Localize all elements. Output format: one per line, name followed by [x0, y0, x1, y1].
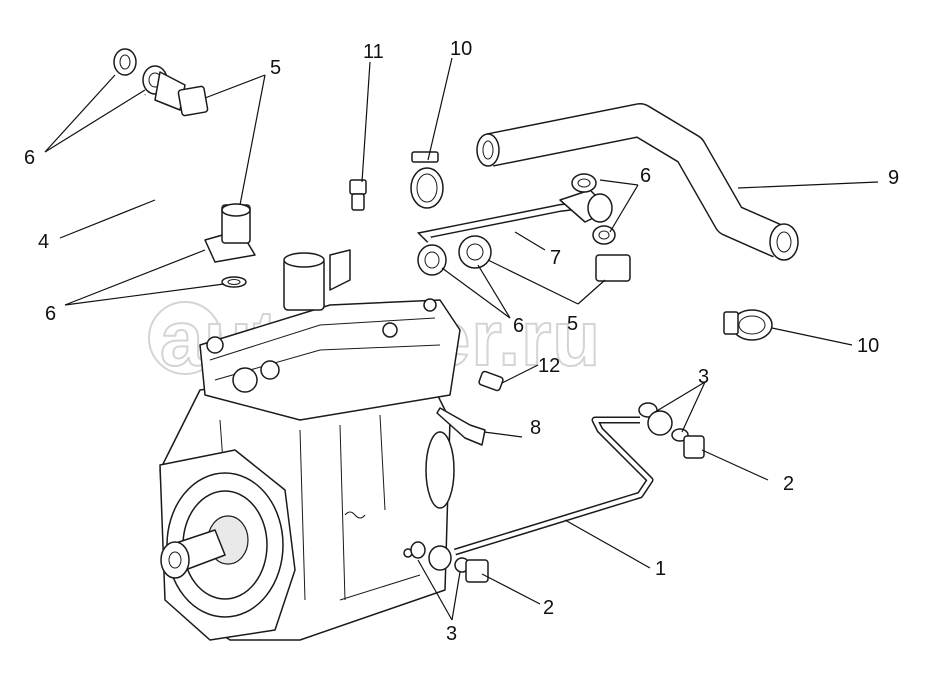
callout-6-center: 6: [513, 315, 524, 337]
callout-7: 7: [550, 247, 561, 269]
pipe-4-assembly: [113, 48, 256, 288]
callout-3-right: 3: [698, 366, 709, 388]
fitting-11: [349, 179, 367, 211]
air-compressor: [159, 249, 461, 641]
callout-10-top: 10: [450, 38, 472, 60]
callout-8: 8: [530, 417, 541, 439]
callout-5-top: 5: [270, 57, 281, 79]
callout-3-bottom: 3: [446, 623, 457, 645]
callout-12: 12: [538, 355, 560, 377]
callout-6-lower-left: 6: [45, 303, 56, 325]
callout-6-right: 6: [640, 165, 651, 187]
callout-5-center: 5: [567, 313, 578, 335]
callout-2-bottom: 2: [543, 597, 554, 619]
hose-9: [476, 103, 799, 261]
leader-lines: [44, 57, 879, 621]
callout-1: 1: [655, 558, 666, 580]
callout-2-right: 2: [783, 473, 794, 495]
clamp-10-upper: [410, 151, 444, 209]
clamp-10-right: [723, 309, 773, 341]
pipe-7-assembly: [416, 173, 631, 282]
callout-6-top-left: 6: [24, 147, 35, 169]
callout-numbers: 5 6 4 6 11 10 6 9 7 6 5 10 12 3 8 2 1 2 …: [24, 38, 899, 645]
callout-11: 11: [363, 41, 384, 63]
pipe-1-assembly: [410, 402, 705, 583]
callout-9: 9: [888, 167, 899, 189]
fitting-12: [478, 370, 504, 392]
bracket-8: [436, 407, 486, 446]
callout-4: 4: [38, 231, 49, 253]
callout-10-right: 10: [857, 335, 879, 357]
